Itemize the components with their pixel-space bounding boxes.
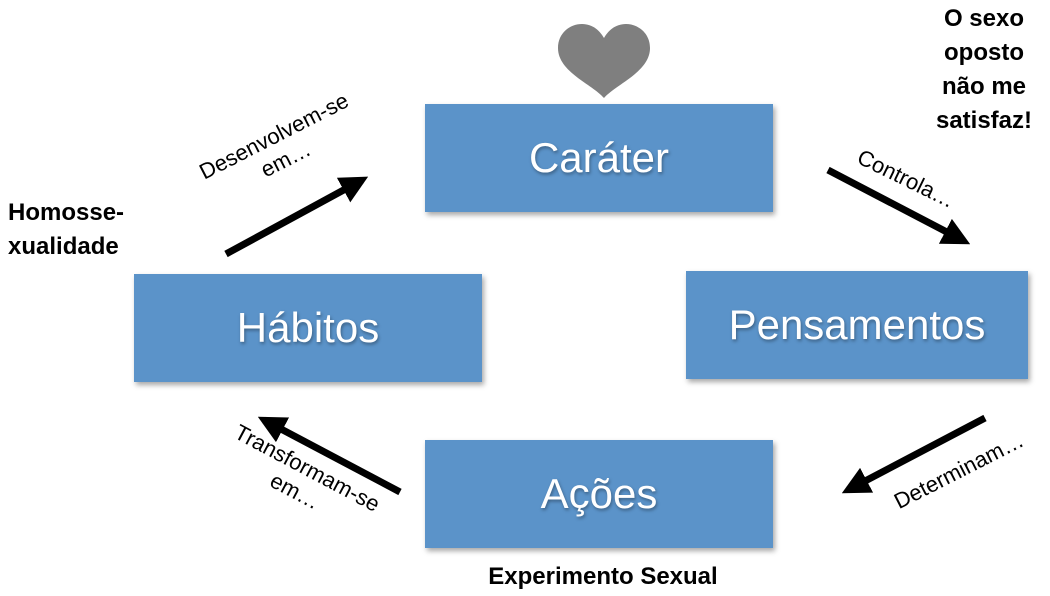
node-acoes: Ações (425, 440, 773, 548)
note-top-right: O sexo oposto não me satisfaz! (935, 5, 1033, 134)
arrow-habitos-to-carater (224, 176, 369, 258)
node-pensamentos-label: Pensamentos (728, 301, 986, 348)
note-left: Homosse- xualidade (8, 199, 125, 260)
note-bottom: Experimento Sexual (488, 563, 718, 590)
arrow-carater-to-pensamentos (826, 166, 971, 245)
node-carater: Caráter (425, 104, 773, 212)
arrow-pensamentos-to-acoes (841, 414, 987, 494)
node-pensamentos: Pensamentos (686, 271, 1028, 379)
node-habitos-label: Hábitos (236, 304, 380, 351)
arrow-acoes-to-habitos (257, 416, 402, 496)
node-carater-label: Caráter (528, 134, 670, 181)
node-habitos: Hábitos (134, 274, 482, 382)
node-acoes-label: Ações (540, 470, 658, 517)
heart-icon (558, 24, 650, 98)
